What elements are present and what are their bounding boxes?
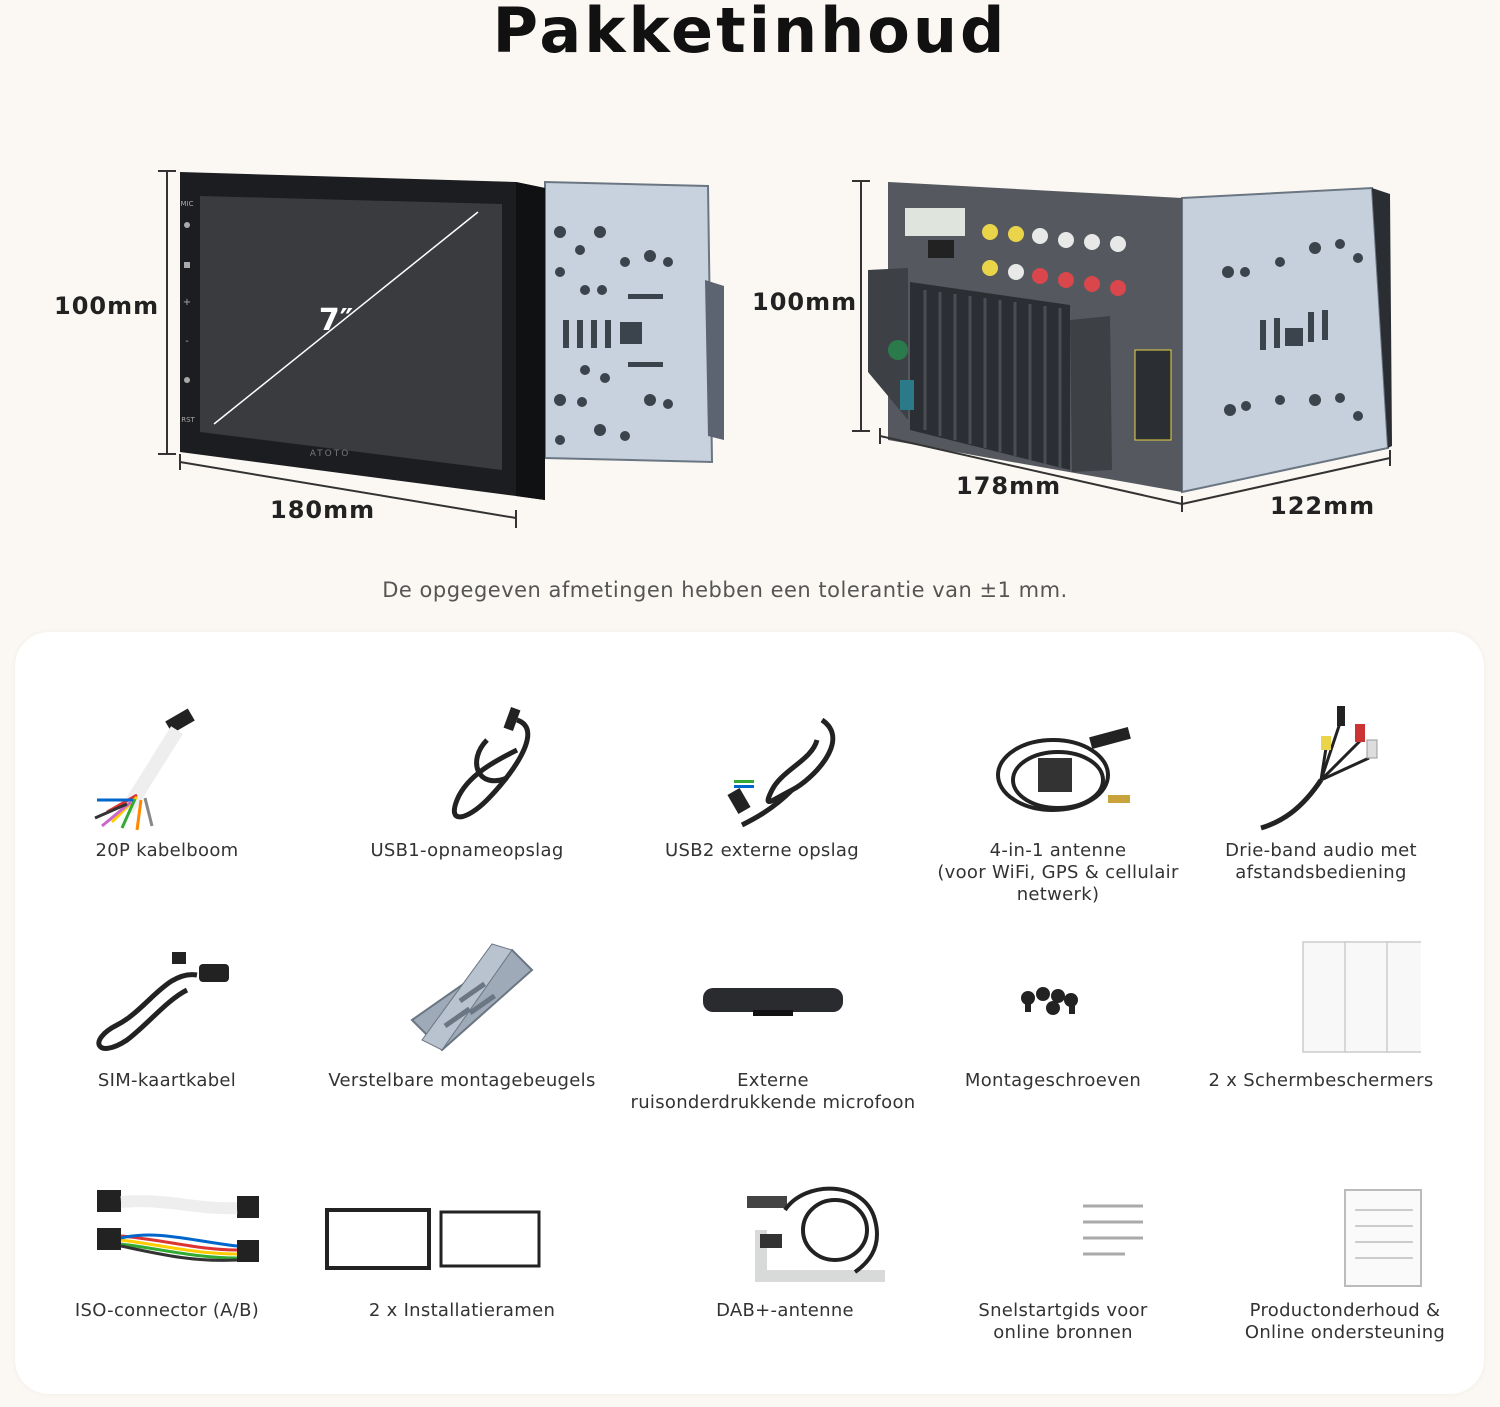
- brand-text: ATOTO: [310, 449, 351, 459]
- front-width-line: [179, 454, 517, 528]
- dab-antenna-icon: [747, 1186, 885, 1282]
- frame-icon: [325, 1208, 541, 1270]
- front-view: 100mm + - MIC RST ATOTO 7″: [0, 0, 740, 560]
- rear-width-label: 178mm: [956, 472, 1062, 500]
- package-item-screen-protectors: 2 x Schermbeschermers: [1176, 930, 1466, 1092]
- manual-icon: [1344, 1189, 1422, 1287]
- package-item-microphone: Externe ruisonderdrukkende microfoon: [628, 930, 918, 1114]
- rear-height-label: 100mm: [752, 288, 858, 316]
- item-label: Montageschroeven: [964, 1070, 1142, 1091]
- rst-label: RST: [181, 416, 195, 424]
- package-item-screws: Montageschroeven: [908, 930, 1198, 1092]
- iso-connector-icon: [97, 1190, 259, 1262]
- item-label: 20P kabelboom: [95, 840, 239, 861]
- package-item-frames: 2 x Installatieramen: [317, 1170, 607, 1322]
- package-item-wiring-harness: 20P kabelboom: [22, 700, 312, 862]
- microphone-icon: [703, 988, 843, 1016]
- usb-cable-icon: [727, 717, 836, 828]
- head-unit-rear-image: [868, 182, 1392, 512]
- usb-cable-icon: [451, 706, 531, 820]
- item-label: Externe ruisonderdrukkende microfoon: [630, 1070, 916, 1113]
- head-unit-front-image: + - MIC RST ATOTO 7″: [180, 172, 724, 500]
- front-width-label: 180mm: [270, 496, 376, 524]
- package-item-antenna: 4-in-1 antenne (voor WiFi, GPS & cellula…: [913, 700, 1203, 906]
- wiring-harness-icon: [94, 708, 195, 831]
- item-label: Verstelbare montagebeugels: [328, 1070, 596, 1091]
- svg-text:+: +: [183, 297, 191, 308]
- package-item-dab-antenna: DAB+-antenne: [640, 1170, 930, 1322]
- package-item-manual: Productonderhoud & Online ondersteuning: [1200, 1170, 1490, 1344]
- package-item-quickstart-guide: Snelstartgids voor online bronnen: [918, 1170, 1208, 1344]
- screws-icon: [1021, 987, 1078, 1015]
- rca-cable-icon: [1260, 706, 1378, 831]
- svg-text:-: -: [185, 336, 189, 347]
- bracket-icon: [410, 943, 534, 1052]
- package-item-sim-cable: SIM-kaartkabel: [22, 930, 312, 1092]
- item-label: 4-in-1 antenne (voor WiFi, GPS & cellula…: [937, 840, 1179, 905]
- item-label: DAB+-antenne: [716, 1300, 854, 1321]
- screen-protector-icon: [1302, 941, 1421, 1053]
- antenna-icon: [996, 727, 1131, 812]
- item-label: SIM-kaartkabel: [97, 1070, 237, 1091]
- item-label: USB1-opnameopslag: [370, 840, 564, 861]
- rear-depth-label: 122mm: [1270, 492, 1376, 520]
- package-contents-card: [15, 632, 1484, 1394]
- rear-view: 100mm: [740, 0, 1500, 560]
- item-label: 2 x Installatieramen: [368, 1300, 556, 1321]
- package-item-brackets: Verstelbare montagebeugels: [317, 930, 607, 1092]
- screen-size-label: 7″: [319, 303, 353, 338]
- package-item-rca-cable: Drie-band audio met afstandsbediening: [1176, 700, 1466, 884]
- mic-label: MIC: [181, 200, 194, 208]
- package-item-iso-connector: ISO-connector (A/B): [22, 1170, 312, 1322]
- item-label: ISO-connector (A/B): [74, 1300, 260, 1321]
- item-label: Productonderhoud & Online ondersteuning: [1244, 1300, 1446, 1343]
- item-label: 2 x Schermbeschermers: [1208, 1070, 1434, 1091]
- package-item-usb2: USB2 externe opslag: [617, 700, 907, 862]
- page-title: Pakketinhoud: [492, 0, 1008, 67]
- sim-cable-icon: [96, 952, 229, 1051]
- front-height-label: 100mm: [54, 292, 160, 320]
- item-label: Drie-band audio met afstandsbediening: [1225, 840, 1417, 883]
- item-label: USB2 externe opslag: [665, 840, 859, 861]
- item-label: Snelstartgids voor online bronnen: [978, 1300, 1148, 1343]
- guide-icon: [1083, 1204, 1143, 1256]
- package-item-usb1: USB1-opnameopslag: [322, 700, 612, 862]
- tolerance-note: De opgegeven afmetingen hebben een toler…: [382, 578, 1068, 602]
